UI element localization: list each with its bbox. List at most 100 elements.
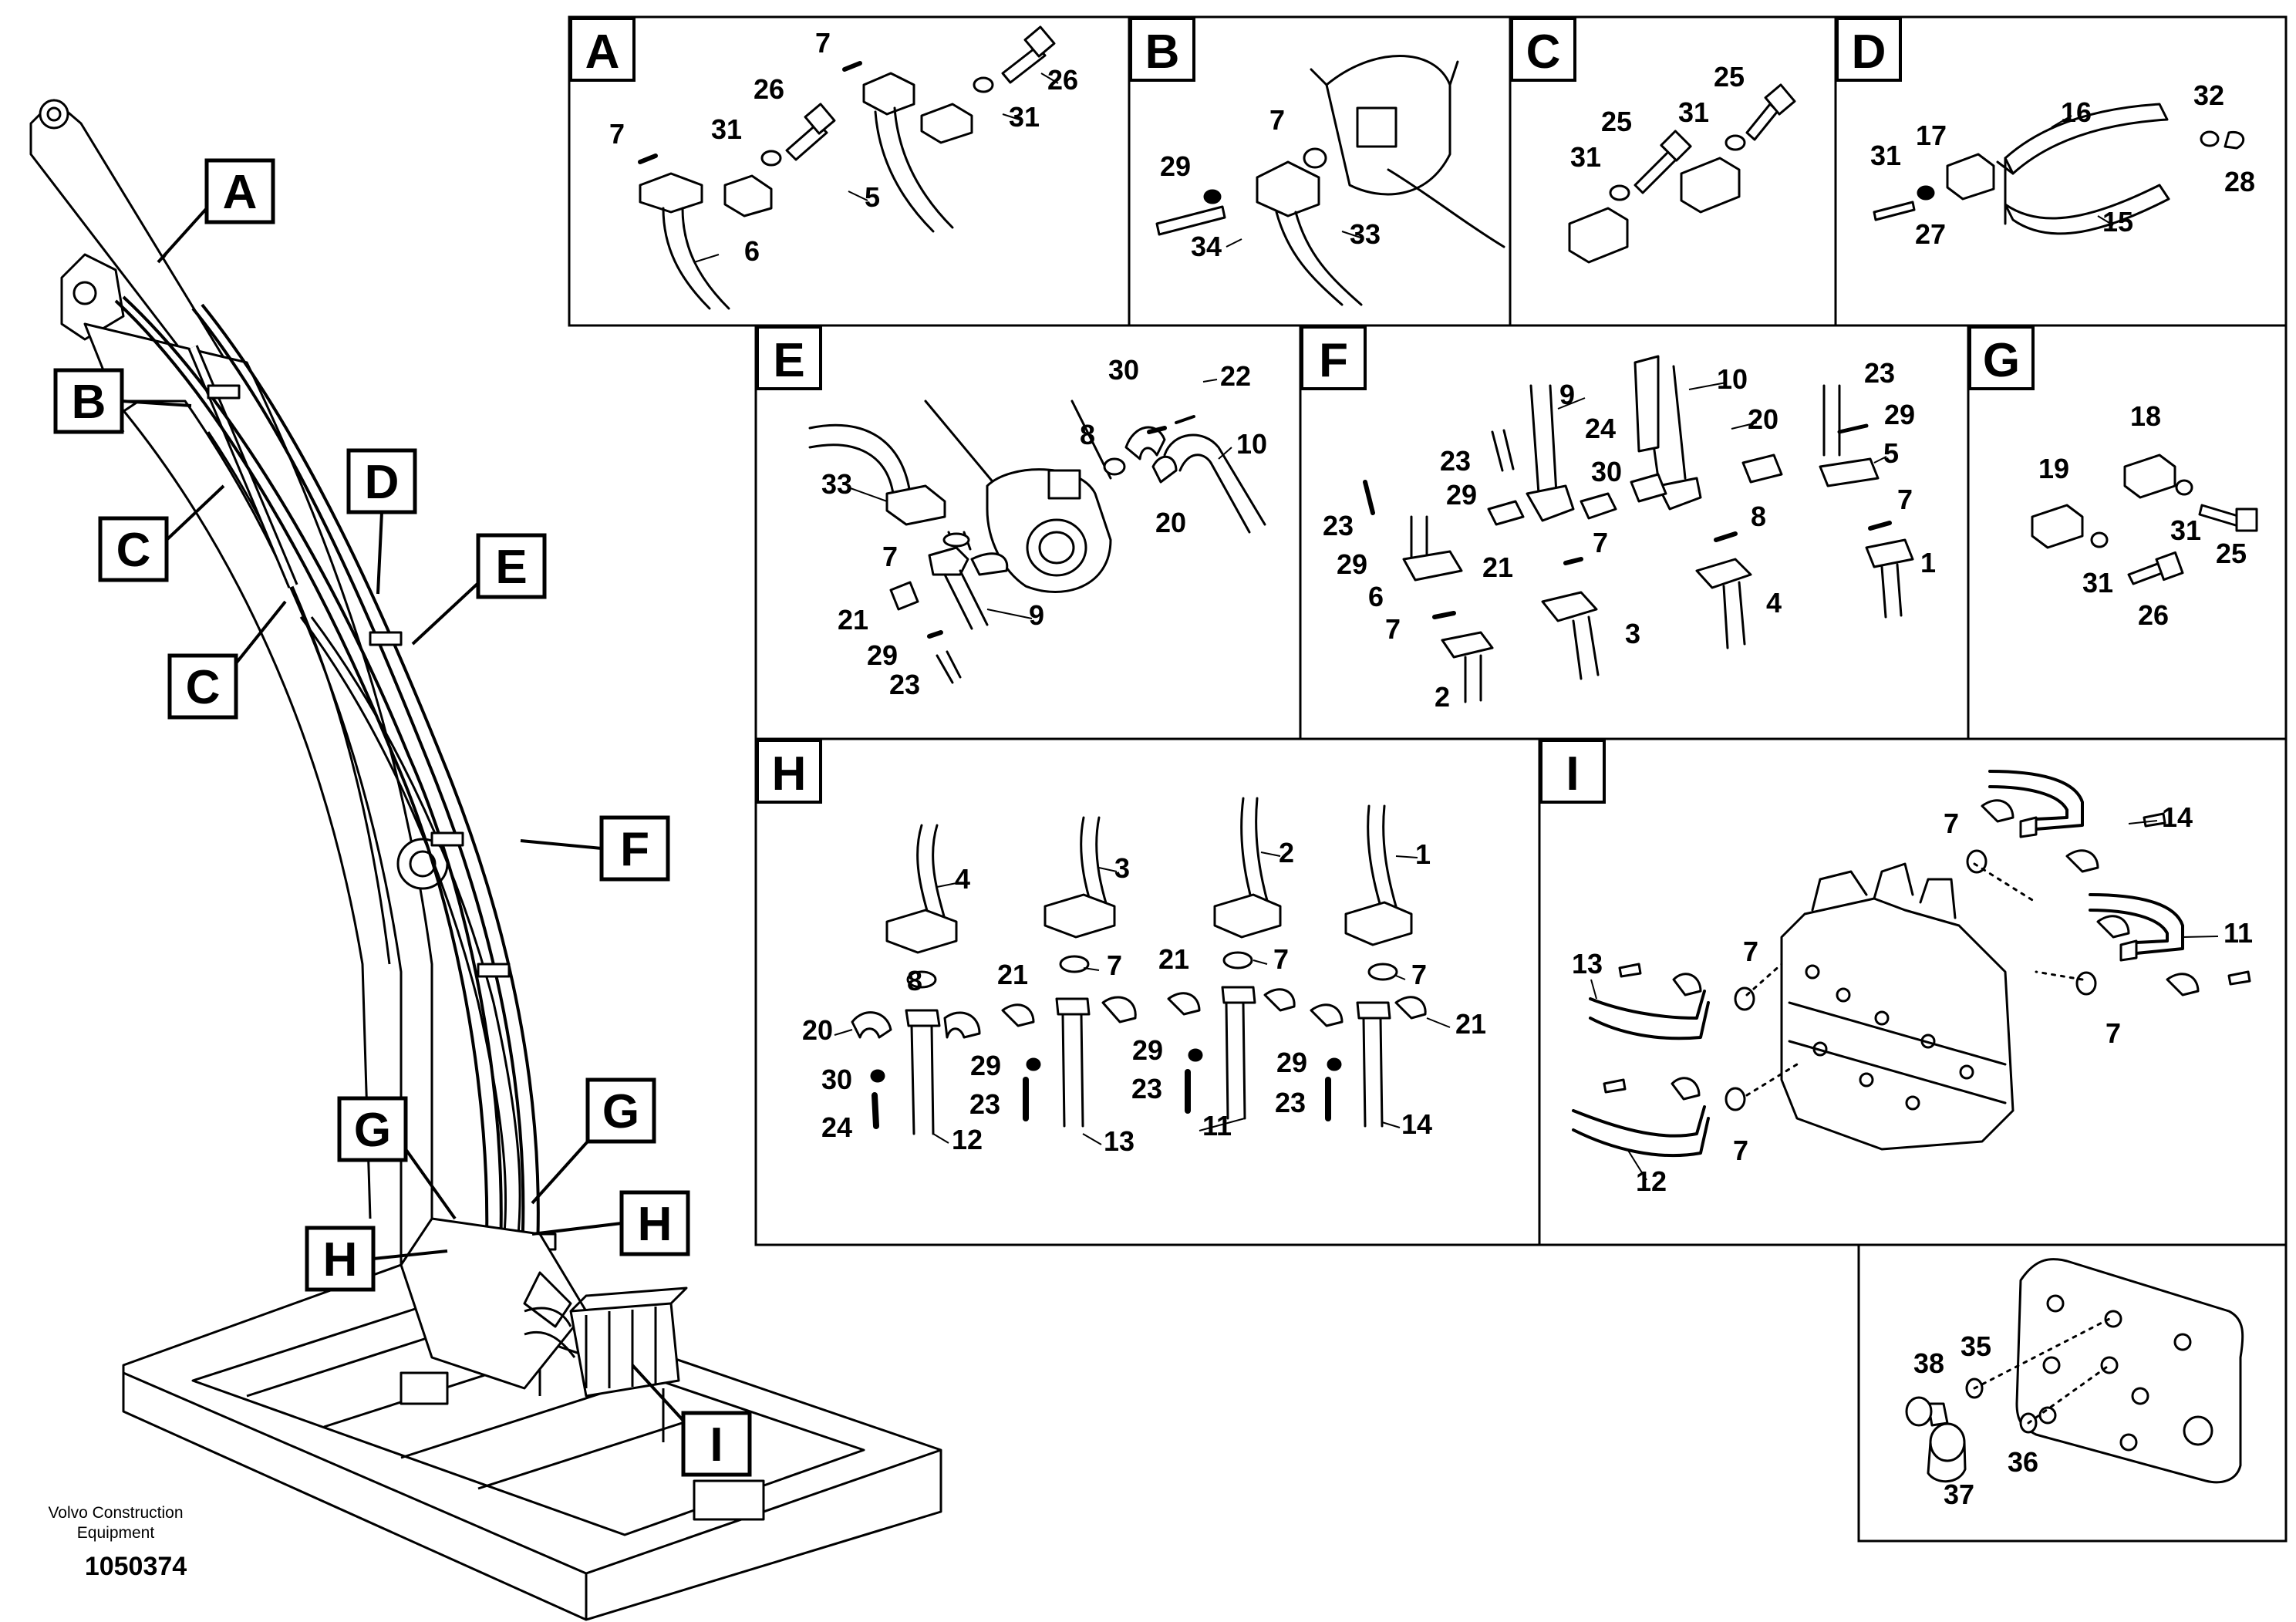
svg-text:B: B xyxy=(72,376,106,429)
svg-text:17: 17 xyxy=(1916,120,1947,151)
svg-text:8: 8 xyxy=(1751,501,1766,532)
svg-text:H: H xyxy=(638,1198,673,1251)
svg-text:G: G xyxy=(354,1104,391,1157)
svg-text:13: 13 xyxy=(1572,948,1603,980)
callout-g-right: G xyxy=(531,1077,656,1205)
svg-text:16: 16 xyxy=(2061,96,2092,128)
publisher-line-2: Equipment xyxy=(77,1524,155,1542)
svg-text:31: 31 xyxy=(1570,141,1601,173)
svg-text:23: 23 xyxy=(889,669,920,700)
svg-text:19: 19 xyxy=(2038,453,2069,484)
svg-text:D: D xyxy=(365,456,400,509)
svg-text:29: 29 xyxy=(1446,479,1477,511)
svg-text:29: 29 xyxy=(1276,1047,1307,1078)
callout-g-left: G xyxy=(337,1096,457,1220)
svg-text:9: 9 xyxy=(1029,599,1044,631)
svg-text:7: 7 xyxy=(1385,613,1401,645)
callout-h-right: H xyxy=(531,1190,690,1256)
svg-text:12: 12 xyxy=(952,1124,983,1155)
svg-text:38: 38 xyxy=(1913,1347,1944,1379)
svg-text:31: 31 xyxy=(1870,140,1901,171)
svg-text:26: 26 xyxy=(2138,599,2169,631)
callout-f: F xyxy=(520,815,670,882)
panel-a-art xyxy=(638,25,1056,310)
svg-text:2: 2 xyxy=(1435,681,1450,713)
panel-plate-art xyxy=(1905,1258,2244,1484)
svg-text:33: 33 xyxy=(1350,218,1381,250)
callout-a: A xyxy=(157,158,275,264)
boom-illustration xyxy=(29,99,942,1621)
svg-text:30: 30 xyxy=(1591,456,1622,487)
panel-b-art xyxy=(1155,55,1505,306)
svg-text:21: 21 xyxy=(1455,1008,1486,1040)
svg-text:A: A xyxy=(223,166,258,219)
svg-text:20: 20 xyxy=(802,1014,833,1046)
svg-text:7: 7 xyxy=(1107,949,1122,981)
svg-text:21: 21 xyxy=(997,959,1028,990)
svg-text:29: 29 xyxy=(1337,548,1367,580)
svg-text:9: 9 xyxy=(1559,379,1575,410)
document-number: 1050374 xyxy=(85,1552,187,1581)
svg-text:28: 28 xyxy=(2224,166,2255,197)
panel-d-art xyxy=(1873,103,2245,235)
svg-text:7: 7 xyxy=(1743,936,1758,967)
panel-e-art xyxy=(808,400,1266,684)
svg-text:29: 29 xyxy=(867,639,898,671)
svg-text:31: 31 xyxy=(1678,96,1709,128)
svg-text:30: 30 xyxy=(1108,354,1139,386)
panel-a-title: A xyxy=(585,25,620,79)
svg-text:C: C xyxy=(116,524,151,577)
svg-text:35: 35 xyxy=(1961,1330,1991,1362)
panel-g-art xyxy=(2031,454,2258,585)
svg-text:25: 25 xyxy=(1714,61,1745,93)
panel-e-title: E xyxy=(773,334,804,387)
panel-f-art xyxy=(1363,355,1914,703)
svg-text:10: 10 xyxy=(1717,363,1748,395)
svg-text:33: 33 xyxy=(821,468,852,500)
svg-text:4: 4 xyxy=(1766,587,1782,619)
panel-frames xyxy=(568,15,2288,1543)
svg-text:7: 7 xyxy=(1269,104,1285,136)
svg-text:31: 31 xyxy=(711,113,742,145)
svg-text:23: 23 xyxy=(1440,445,1471,477)
svg-text:11: 11 xyxy=(2224,917,2253,949)
part-numbers: 7 26 31 7 26 31 5 6 7 29 34 33 25 31 25 … xyxy=(609,27,2255,1510)
svg-text:2: 2 xyxy=(1279,837,1294,868)
callouts: A B C C D E F xyxy=(53,158,752,1477)
callout-e: E xyxy=(411,533,547,646)
panel-f-title: F xyxy=(1319,334,1348,387)
panel-g-title: G xyxy=(1983,334,2020,387)
svg-text:23: 23 xyxy=(1323,510,1354,541)
svg-text:7: 7 xyxy=(1593,527,1608,558)
control-valve-small xyxy=(524,1286,688,1398)
svg-text:I: I xyxy=(710,1418,723,1472)
svg-text:37: 37 xyxy=(1944,1479,1974,1510)
leader-lines xyxy=(693,73,2219,1181)
svg-text:H: H xyxy=(323,1233,358,1286)
svg-text:7: 7 xyxy=(1897,484,1913,515)
svg-text:24: 24 xyxy=(821,1111,852,1143)
panel-d-title: D xyxy=(1852,25,1886,79)
svg-text:23: 23 xyxy=(1275,1087,1306,1118)
callout-d: D xyxy=(346,448,417,595)
svg-text:29: 29 xyxy=(1884,399,1915,430)
svg-text:29: 29 xyxy=(1160,150,1191,182)
svg-text:21: 21 xyxy=(838,604,868,636)
svg-text:32: 32 xyxy=(2193,79,2224,111)
svg-text:30: 30 xyxy=(821,1064,852,1095)
svg-text:20: 20 xyxy=(1155,507,1186,538)
svg-text:8: 8 xyxy=(1080,419,1095,450)
panel-c-title: C xyxy=(1526,25,1561,79)
publisher-line-1: Volvo Construction xyxy=(48,1504,183,1522)
callout-c1: C xyxy=(98,484,225,582)
svg-text:6: 6 xyxy=(744,235,760,267)
svg-text:7: 7 xyxy=(2106,1017,2121,1049)
svg-text:8: 8 xyxy=(907,965,922,996)
svg-text:25: 25 xyxy=(1601,106,1632,137)
panel-i-art xyxy=(1572,770,2251,1158)
svg-text:23: 23 xyxy=(1864,357,1895,389)
svg-text:25: 25 xyxy=(2216,538,2247,569)
svg-text:7: 7 xyxy=(1944,808,1959,839)
svg-text:22: 22 xyxy=(1220,360,1251,392)
